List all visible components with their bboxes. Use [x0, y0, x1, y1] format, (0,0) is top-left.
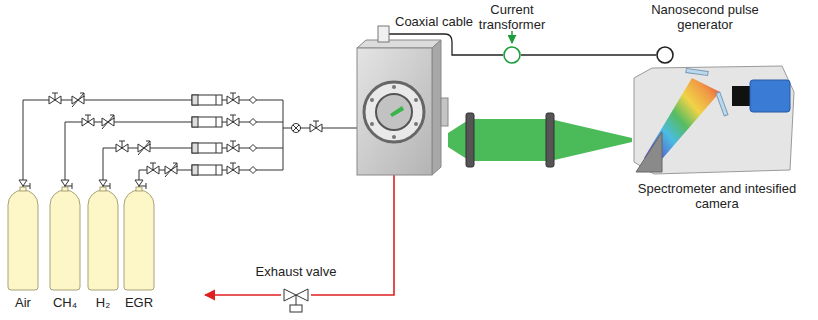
gas-cylinder — [88, 190, 118, 290]
gas-lines — [23, 100, 357, 186]
art-stroke — [357, 40, 441, 48]
art-stroke — [250, 119, 257, 126]
gas-cylinder — [50, 190, 80, 290]
exhaust-valve-symbol — [284, 289, 308, 312]
art-stroke — [192, 165, 222, 175]
gas-cylinder-node: CH₄ — [50, 190, 80, 290]
spectrometer-node: Spectrometer and intesified camera — [632, 62, 802, 178]
art-stroke — [19, 180, 30, 192]
art-stroke — [102, 115, 114, 129]
cylinder-neck — [20, 187, 26, 191]
art-stroke — [23, 100, 283, 186]
art-stroke — [82, 115, 94, 126]
node-label: CH₄ — [35, 295, 95, 310]
art-stroke — [392, 85, 396, 89]
art-stroke — [227, 163, 239, 174]
node-outline — [8, 190, 38, 290]
art-stroke — [370, 85, 418, 139]
art-stroke — [227, 115, 239, 126]
valve-node: Exhaust valve — [281, 283, 311, 313]
art-stroke — [250, 97, 257, 104]
art-stroke — [192, 117, 222, 127]
art-stroke — [390, 106, 404, 117]
circle-node: Nanosecond pulse generator — [656, 46, 674, 64]
node-label: Exhaust valve — [241, 264, 351, 279]
gas-cylinder-node: EGR — [124, 190, 154, 290]
art-stroke — [99, 180, 110, 192]
cylinder-neck — [136, 187, 142, 191]
node-outline — [50, 190, 80, 290]
art-stroke — [49, 93, 61, 104]
ring-symbol — [657, 47, 673, 63]
node-outline — [124, 190, 154, 290]
art-stroke — [135, 180, 146, 192]
optical-beam — [448, 113, 632, 167]
valves — [19, 93, 322, 192]
art-stroke — [310, 121, 322, 132]
art-stroke — [414, 122, 418, 126]
art-stroke — [364, 82, 424, 142]
node-label: Air — [0, 295, 53, 310]
part-label: Coaxial cable — [395, 14, 473, 29]
spectrometer-drawing — [634, 66, 794, 174]
art-stroke — [292, 124, 301, 133]
gas-cylinder — [8, 190, 38, 290]
node-outline — [281, 283, 311, 313]
art-stroke — [61, 180, 72, 192]
ring-symbol — [504, 47, 520, 63]
art-stroke — [227, 93, 239, 104]
art-stroke — [376, 94, 412, 130]
art-stroke — [392, 135, 396, 139]
art-stroke — [370, 122, 374, 126]
art-stroke — [370, 98, 374, 102]
art-stroke — [65, 122, 283, 186]
cylinder-neck — [62, 187, 68, 191]
art-stroke — [293, 125, 299, 131]
node-label: Nanosecond pulse generator — [646, 2, 764, 32]
current-arrow — [511, 31, 513, 43]
node-label: Spectrometer and intesified camera — [628, 181, 806, 211]
node-outline — [503, 46, 521, 64]
art-stroke — [283, 100, 284, 170]
node-label: Current transformer — [469, 2, 555, 32]
gas-cylinder-node: H₂ — [88, 190, 118, 290]
art-stroke — [432, 40, 441, 175]
exhaust-line — [205, 175, 394, 295]
art-stroke — [378, 26, 389, 42]
node-outline — [88, 190, 118, 290]
art-stroke — [147, 163, 159, 174]
art-stroke — [205, 294, 281, 296]
art-stroke — [116, 141, 128, 152]
circle-node: Current transformer — [503, 46, 521, 64]
gas-cylinder-node: Air — [8, 190, 38, 290]
art-stroke — [441, 98, 448, 126]
art-stroke — [135, 180, 146, 192]
art-stroke — [227, 141, 239, 152]
wire — [521, 54, 656, 55]
art-stroke — [414, 98, 418, 102]
art-stroke — [250, 145, 257, 152]
art-stroke — [103, 148, 283, 186]
node-outline — [656, 46, 674, 64]
node-label: EGR — [109, 295, 169, 310]
chamber — [357, 26, 448, 175]
node-outline — [632, 62, 802, 178]
art-stroke — [61, 180, 72, 192]
cylinder-neck — [100, 187, 106, 191]
art-stroke — [72, 93, 84, 107]
art-stroke — [357, 48, 432, 175]
art-stroke — [466, 113, 474, 167]
art-stroke — [165, 163, 177, 177]
art-stroke — [192, 143, 222, 153]
art-stroke — [99, 180, 110, 192]
node-label: H₂ — [73, 295, 133, 310]
art-stroke — [546, 113, 554, 167]
art-stroke — [192, 95, 222, 105]
art-stroke — [250, 167, 257, 174]
art-stroke — [138, 141, 150, 155]
gas-cylinder — [124, 190, 154, 290]
art-stroke — [448, 119, 632, 161]
art-stroke — [19, 180, 30, 192]
